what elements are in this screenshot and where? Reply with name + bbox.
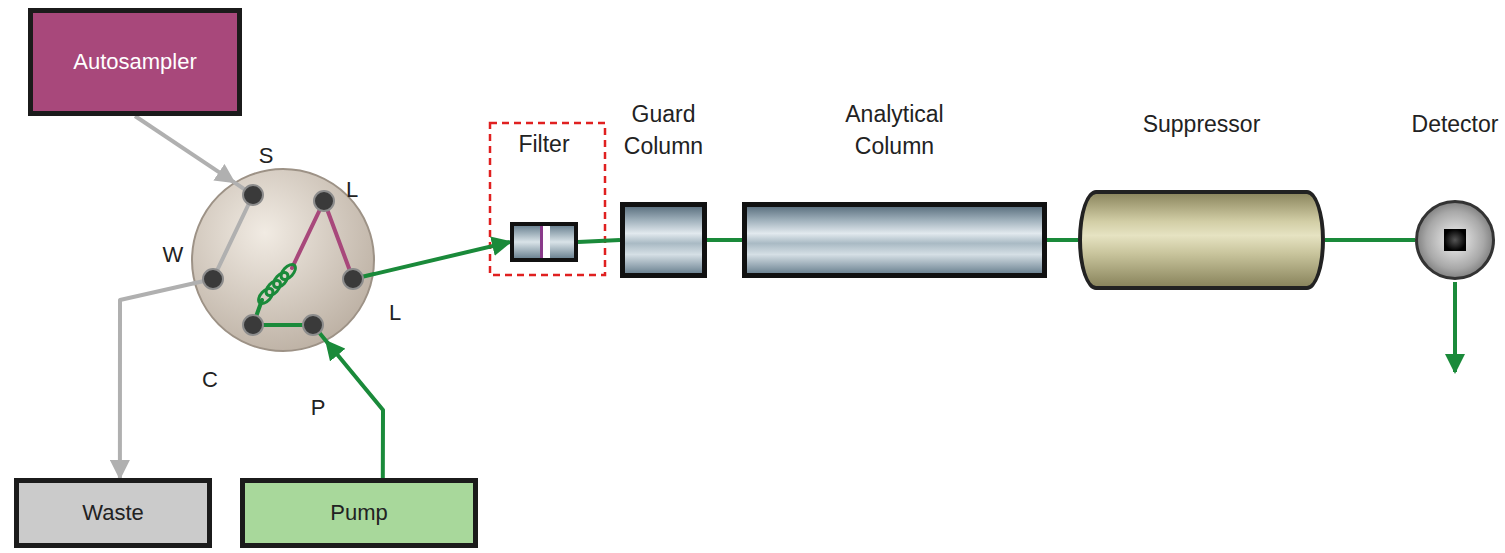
loop-coil bbox=[256, 286, 276, 306]
filter: Filter bbox=[510, 222, 578, 262]
component-label: Detector bbox=[1407, 108, 1503, 140]
flow-line bbox=[707, 238, 742, 242]
component-label: Analytical Column bbox=[830, 98, 960, 162]
flow-line bbox=[1325, 238, 1415, 242]
autosampler-box: Autosampler bbox=[28, 8, 242, 116]
filter-highlight bbox=[490, 123, 605, 275]
box-label: Waste bbox=[82, 500, 144, 526]
flow-line bbox=[135, 116, 234, 182]
valve-port bbox=[314, 191, 334, 211]
component-label: Filter bbox=[504, 128, 584, 160]
valve-ports bbox=[203, 185, 363, 335]
component-label: Guard Column bbox=[614, 98, 714, 162]
filter-body bbox=[510, 222, 578, 262]
valve-port bbox=[303, 315, 323, 335]
injection-valve: SLWLCP bbox=[191, 168, 375, 352]
guard-column-body bbox=[620, 202, 707, 278]
valve-port bbox=[243, 315, 263, 335]
component-label: Suppressor bbox=[1122, 108, 1282, 140]
filter-frit bbox=[540, 226, 550, 258]
suppressor-body bbox=[1078, 190, 1325, 290]
port-letter: L bbox=[346, 177, 358, 203]
flow-line bbox=[120, 283, 194, 478]
port-letter: S bbox=[259, 143, 274, 169]
detector-outlet bbox=[1453, 282, 1457, 372]
detector-cell bbox=[1444, 229, 1466, 251]
port-letter: W bbox=[163, 242, 184, 268]
valve-port bbox=[203, 269, 223, 289]
port-letter: P bbox=[311, 395, 326, 421]
flow-line bbox=[326, 341, 383, 478]
pump-box: Pump bbox=[240, 478, 478, 548]
detector-body bbox=[1415, 200, 1495, 280]
valve-port bbox=[343, 269, 363, 289]
valve-stubs bbox=[194, 182, 374, 341]
valve-channels bbox=[213, 195, 353, 325]
box-label: Pump bbox=[330, 500, 387, 526]
flow-line bbox=[374, 242, 510, 274]
waste-box: Waste bbox=[14, 478, 212, 548]
flow-line bbox=[1047, 238, 1078, 242]
analytical-column: Analytical Column bbox=[742, 202, 1047, 278]
valve-channel bbox=[213, 195, 253, 279]
box-label: Autosampler bbox=[73, 49, 197, 75]
valve-body bbox=[192, 169, 374, 351]
analytical-column-body bbox=[742, 202, 1047, 278]
sample-loop bbox=[292, 201, 324, 268]
guard-column: Guard Column bbox=[620, 202, 707, 278]
valve-port bbox=[243, 185, 263, 205]
detector: Detector bbox=[1415, 200, 1495, 280]
flow-line bbox=[578, 240, 620, 242]
sample-loop bbox=[324, 201, 353, 279]
suppressor: Suppressor bbox=[1078, 190, 1325, 290]
port-letter: C bbox=[202, 367, 218, 393]
port-letter: L bbox=[389, 300, 401, 326]
